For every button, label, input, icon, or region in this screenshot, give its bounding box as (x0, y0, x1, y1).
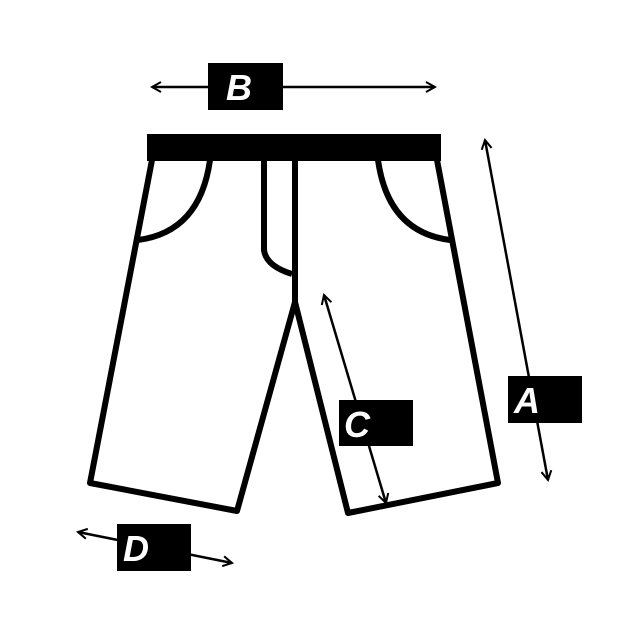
label-c-text: C (344, 404, 371, 445)
label-b-text: B (226, 67, 252, 108)
label-a: A (508, 376, 582, 423)
arrow-a (485, 140, 548, 480)
label-d: D (117, 524, 191, 571)
waistband (147, 134, 441, 161)
shorts-outline (87, 159, 501, 516)
right-pocket (375, 159, 451, 243)
label-c: C (339, 400, 413, 446)
label-b: B (208, 63, 283, 110)
label-a-text: A (513, 380, 540, 421)
label-d-box (117, 524, 191, 571)
label-c-box (339, 400, 413, 446)
label-a-box (508, 376, 582, 423)
arrow-c (324, 295, 386, 503)
fly (261, 160, 293, 277)
left-pocket (137, 159, 213, 243)
label-d-text: D (123, 528, 149, 569)
label-b-box (208, 63, 283, 110)
